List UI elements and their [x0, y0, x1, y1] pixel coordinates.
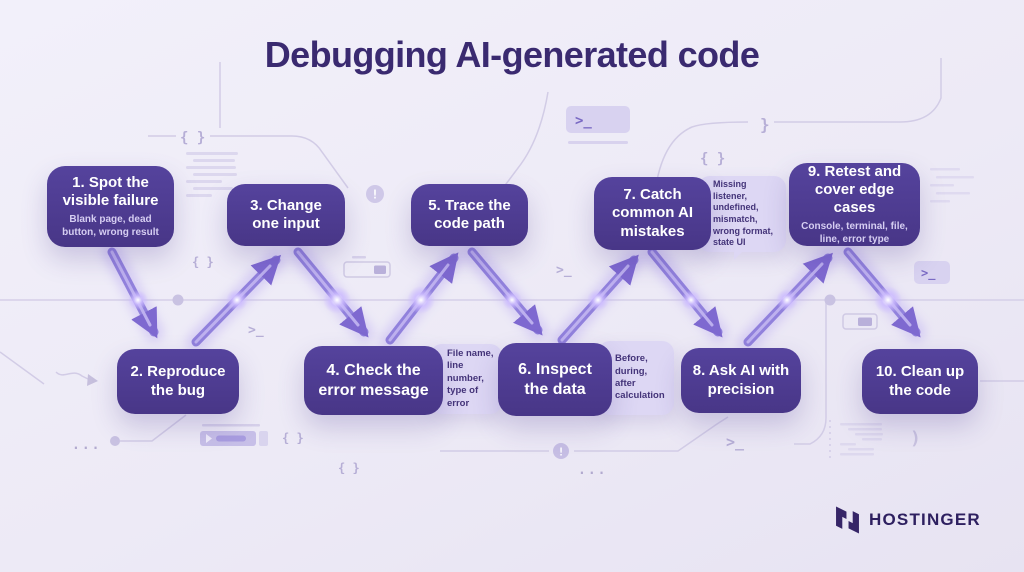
step-box-6: 6. Inspect the data — [498, 343, 612, 416]
note-ai-mistakes: Missing listener, undefined, mismatch, w… — [698, 176, 786, 260]
note-text: Missing listener, undefined, mismatch, w… — [713, 178, 773, 248]
glyph-doodles: { } { } { } { } { } } ) >_ >_ >_ >_ >_ .… — [72, 113, 936, 478]
page-title: Debugging AI-generated code — [264, 34, 760, 75]
circuit-nodes — [110, 294, 836, 446]
step-box-7: 7. Catch common AI mistakes — [594, 177, 711, 250]
step-box-8: 8. Ask AI with precision — [681, 348, 801, 413]
code-lines-block-bottom-right — [840, 423, 883, 456]
step-label: 10. Clean up the code — [875, 363, 965, 399]
code-lines-block-top-right — [930, 168, 974, 203]
note-text: File name, line number, type of error — [447, 348, 494, 409]
flow-arrow-5-6 — [462, 242, 548, 340]
terminal-prompt-glyph: >_ — [556, 263, 572, 278]
exclamation-icon: ! — [371, 188, 378, 202]
step-box-3: 3. Change one input — [227, 184, 345, 246]
close-paren-glyph: ) — [910, 428, 921, 449]
warning-icons: ! ! — [366, 185, 569, 459]
step-label: 8. Ask AI with precision — [692, 362, 790, 398]
terminal-prompt-glyph: >_ — [248, 323, 264, 338]
terminal-chip-top — [566, 106, 630, 144]
braces-glyph: { } — [180, 130, 205, 146]
step-subtext: Console, terminal, file, line, error typ… — [801, 221, 908, 245]
hostinger-logo-text: HOSTINGER — [869, 510, 981, 529]
progress-bar-right — [842, 313, 878, 330]
loading-chip-bottom-left — [200, 424, 268, 446]
terminal-prompt-glyph: >_ — [726, 433, 745, 451]
ellipsis-glyph: ... — [72, 438, 101, 453]
exclamation-icon: ! — [558, 446, 565, 459]
spark-glows — [128, 286, 902, 314]
terminal-prompt-glyph: >_ — [575, 113, 592, 129]
step-label: 6. Inspect the data — [518, 360, 592, 398]
step-label: 9. Retest and cover edge cases — [807, 162, 902, 217]
small-arrow-doodle — [87, 374, 98, 386]
step-box-2: 2. Reproduce the bug — [117, 349, 239, 414]
step-label: 7. Catch common AI mistakes — [611, 186, 694, 240]
braces-glyph: { } — [192, 255, 214, 269]
terminal-prompt-glyph: >_ — [921, 266, 936, 281]
braces-glyph: { } — [282, 431, 304, 445]
step-label: 5. Trace the code path — [428, 196, 511, 232]
step-label: 1. Spot the visible failure — [62, 173, 159, 209]
hostinger-logo: HOSTINGER — [835, 505, 981, 535]
step-label: 2. Reproduce the bug — [130, 363, 226, 399]
note-text: Before, during, after calculation — [615, 353, 665, 402]
step-label: 3. Change one input — [250, 196, 322, 232]
ellipsis-glyph: ... — [578, 463, 607, 478]
hostinger-logo-icon — [836, 506, 859, 534]
step-box-4: 4. Check the error message — [304, 346, 443, 415]
step-box-1: 1. Spot the visible failure Blank page, … — [47, 166, 174, 247]
braces-glyph: { } — [338, 461, 360, 475]
step-subtext: Blank page, dead button, wrong result — [62, 214, 159, 238]
code-lines-block-left — [186, 152, 238, 197]
step-label: 4. Check the error message — [318, 361, 429, 399]
terminal-chip-right — [914, 261, 950, 284]
step-box-10: 10. Clean up the code — [862, 349, 978, 414]
braces-glyph: { } — [700, 151, 725, 167]
step-box-5: 5. Trace the code path — [411, 184, 528, 246]
close-brace-glyph: } — [760, 115, 770, 134]
step-box-9: 9. Retest and cover edge cases Console, … — [789, 163, 920, 246]
progress-bar-left — [343, 256, 391, 278]
